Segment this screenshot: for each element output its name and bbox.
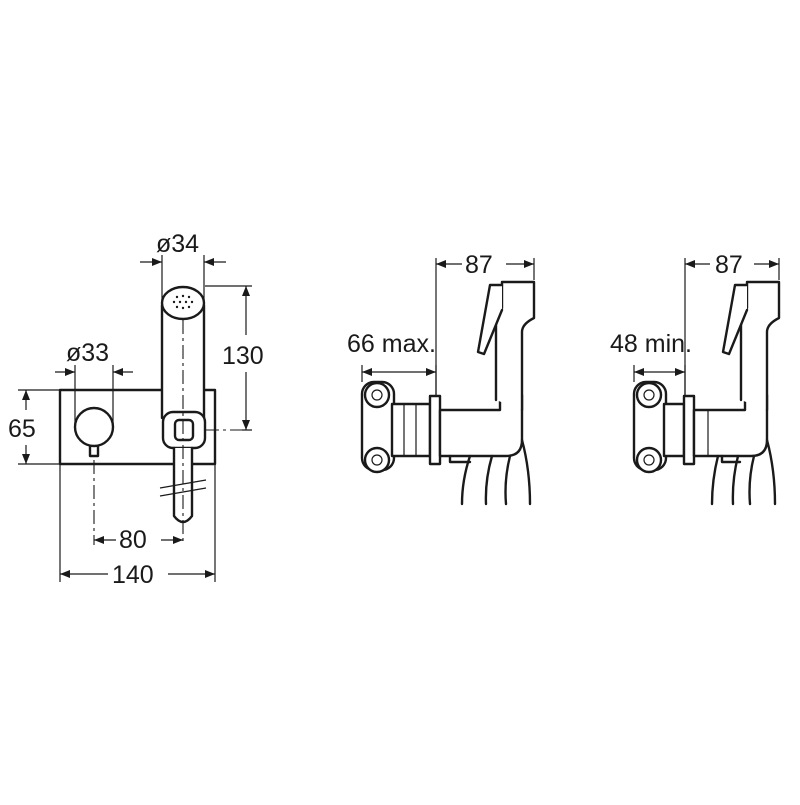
front-view: ø34 ø33 130 65 80 140 [8,230,264,589]
dim-plate-height: 65 [8,415,36,443]
mount-ring-top [635,381,663,409]
dim-wall-depth-max: 66 max. [347,330,436,358]
mount-ring-top [363,381,391,409]
sleeve-lines [403,404,417,456]
dim-wall-depth-min: 48 min. [610,330,692,358]
dim-head-diameter: ø34 [156,230,199,258]
wall-plate [58,388,217,466]
body-sleeve [662,402,686,458]
dim-arrows-projection [436,260,534,268]
dim-handle-diameter: ø33 [66,339,109,367]
shower-trigger [721,283,749,356]
shower-trigger [476,283,504,356]
dim-plate-width: 140 [112,561,154,589]
dim-ext-plate-height [18,389,60,465]
mixer-handle [73,406,115,448]
hoses [460,438,532,506]
dim-line-handle [55,365,133,427]
dim-ext-height [205,285,252,431]
dim-height: 130 [222,342,264,370]
holder-clip [173,418,195,442]
dim-projection-max: 87 [465,251,493,279]
shower-head [160,285,206,321]
hose-connector [448,454,472,464]
mount-ring-top-inner [371,389,383,401]
mount-ring-top-inner [643,389,655,401]
side-view-max: 87 66 max. [347,251,536,506]
mount-ring-bottom [363,446,391,474]
spray-holes [172,294,194,310]
dim-ext-plate-width [59,464,216,582]
dim-projection-min: 87 [715,251,743,279]
side-view-min: 87 48 min. [610,251,781,506]
cover-plate [682,394,696,466]
mount-ring-bottom-inner [643,454,655,466]
mount-ring-bottom [635,446,663,474]
dim-axis-distance: 80 [119,526,147,554]
hose-connector [720,454,742,464]
dim-ext-depth [633,365,686,396]
dim-arrows-head [152,258,214,266]
body-sleeve [390,402,432,458]
dim-arrows-axis [94,536,183,544]
dim-arrows-handle [65,368,123,376]
handle-lever [88,444,100,458]
dim-arrows-projection [685,260,779,268]
dim-line-head [140,255,226,300]
hoses [710,438,777,506]
cover-plate [428,394,442,466]
mount-ring-bottom-inner [371,454,383,466]
dim-ext-depth [361,365,437,396]
